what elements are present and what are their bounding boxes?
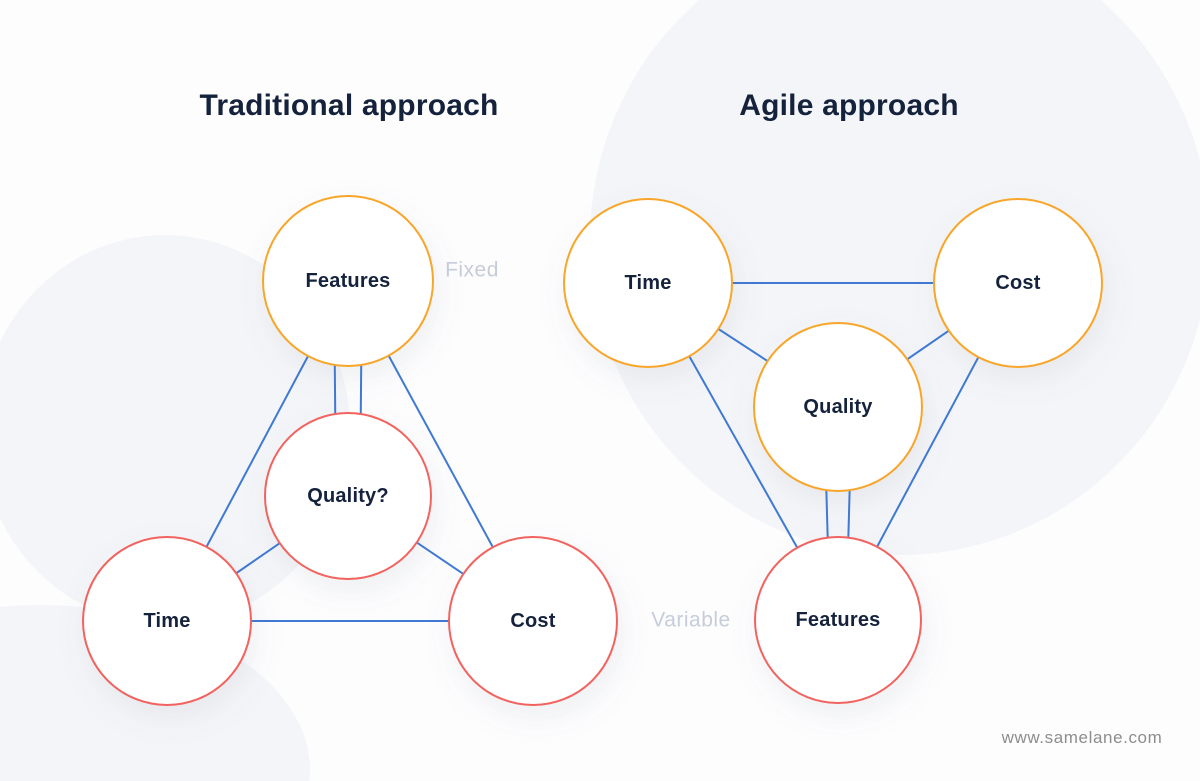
traditional-diagram: Traditional approach Features Quality? T…: [82, 89, 618, 706]
background-blob-left: [0, 235, 350, 625]
node-time-label: Time: [624, 272, 671, 294]
node-time-circle: [563, 198, 733, 368]
node-cost-label: Cost: [995, 272, 1040, 294]
background-blob-top-right: [590, 0, 1200, 555]
variable-row-label: Variable: [651, 609, 731, 632]
traditional-title: Traditional approach: [199, 89, 498, 122]
watermark-url: www.samelane.com: [1001, 728, 1163, 747]
node-quality-circle: [264, 412, 432, 580]
node-time-label: Time: [143, 610, 190, 632]
node-time-circle: [82, 536, 252, 706]
fixed-row-label: Fixed: [445, 259, 499, 282]
node-features-circle: [754, 536, 922, 704]
node-cost-circle: [933, 198, 1103, 368]
node-quality-label: Quality?: [307, 485, 389, 507]
node-cost-label: Cost: [510, 610, 555, 632]
node-quality-circle: [753, 322, 923, 492]
node-features-label: Features: [306, 270, 391, 292]
node-cost-circle: [448, 536, 618, 706]
node-features-circle: [262, 195, 434, 367]
agile-title: Agile approach: [739, 89, 959, 122]
agile-diagram: Agile approach Time Cost Quality Feature…: [563, 89, 1103, 704]
node-quality-label: Quality: [803, 396, 873, 418]
node-features-label: Features: [796, 609, 881, 631]
